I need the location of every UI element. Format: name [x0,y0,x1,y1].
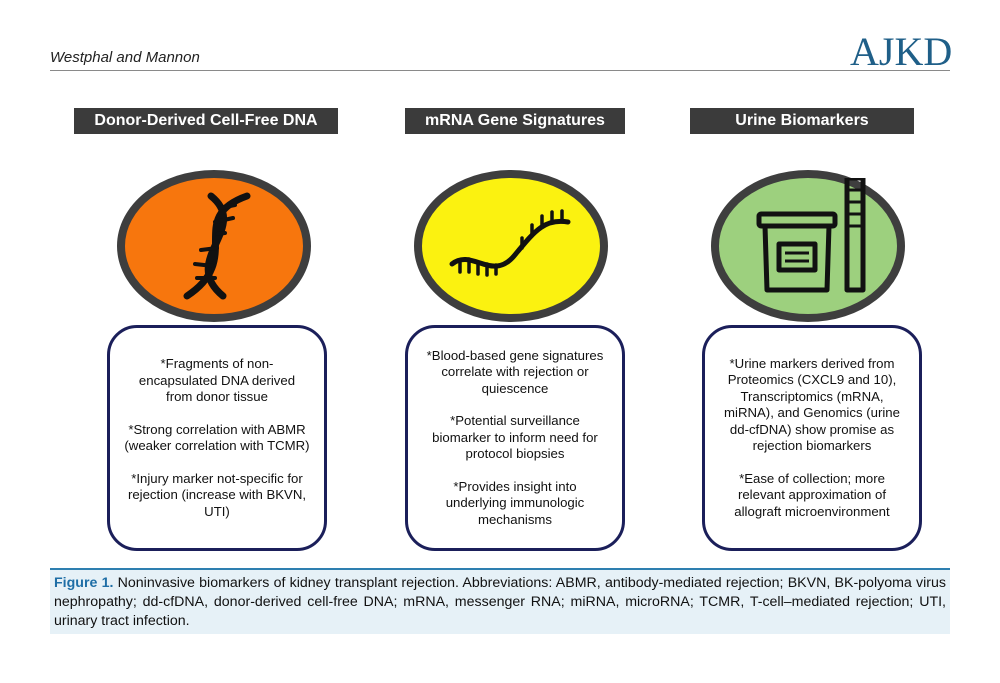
column-title-cfdna: Donor-Derived Cell-Free DNA [74,108,338,134]
info-box-mrna: *Blood-based gene signatures correlate w… [405,325,625,551]
point-text: *Blood-based gene signatures correlate w… [426,347,604,396]
journal-logo: AJKD [850,29,953,74]
point-text: *Provides insight into underlying immuno… [445,478,585,527]
point-text: *Injury marker not-specific for rejectio… [127,470,307,519]
figure-caption: Figure 1. Noninvasive biomarkers of kidn… [50,570,950,634]
column-title-urine: Urine Biomarkers [690,108,914,134]
info-box-urine: *Urine markers derived from Proteomics (… [702,325,922,551]
caption-top-rule [50,568,950,570]
figure-label: Figure 1. [54,575,114,591]
dna-helix-icon [183,192,251,300]
point-text: *Potential surveillance biomarker to inf… [432,413,598,462]
info-box-cfdna: *Fragments of non-encapsulated DNA deriv… [107,325,327,551]
point-text: *Fragments of non-encapsulated DNA deriv… [138,356,296,404]
point-text: *Ease of collection; more relevant appro… [734,470,890,519]
point-text: *Urine markers derived from Proteomics (… [724,355,900,454]
urine-cup-dipstick-icon [756,178,866,293]
circle-mrna [414,170,608,322]
caption-text: Noninvasive biomarkers of kidney transpl… [54,575,946,629]
column-title-mrna: mRNA Gene Signatures [405,108,625,134]
circle-cfdna [117,170,311,322]
circle-urine [711,170,905,322]
point-text: *Strong correlation with ABMR (weaker co… [124,421,310,454]
mrna-strand-icon [449,209,571,277]
author-line: Westphal and Mannon [50,49,200,66]
header-divider [50,70,950,71]
